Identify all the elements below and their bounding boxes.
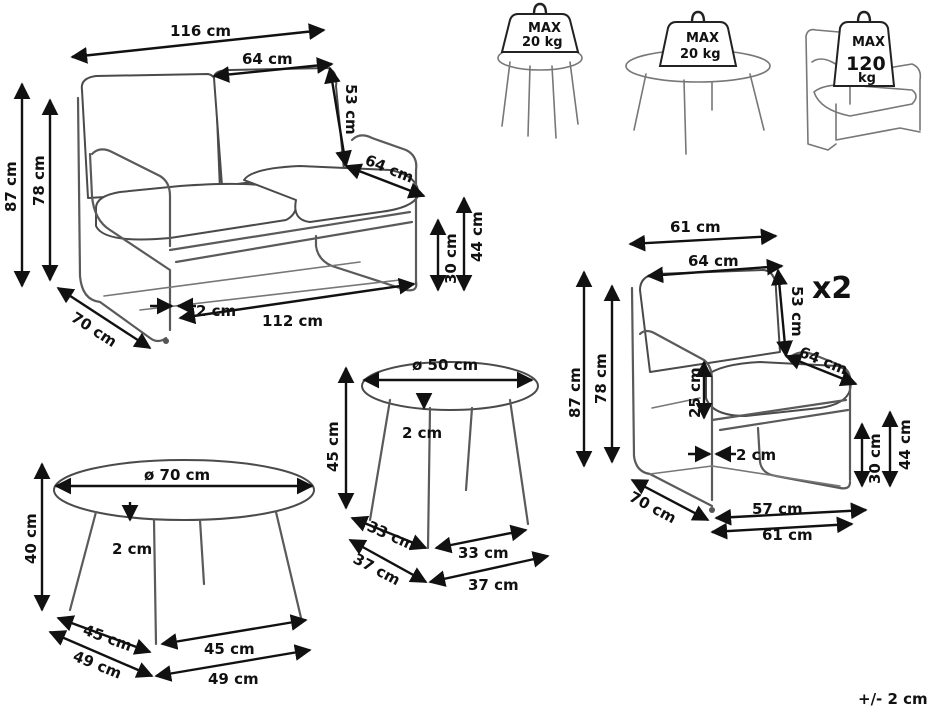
side-table-top-thickness: 2 cm <box>402 424 442 442</box>
coffee-table-illustration <box>53 459 315 646</box>
sofa-seat-height-frame: 30 cm <box>442 233 460 284</box>
sofa-seat-width: 64 cm <box>242 50 293 68</box>
sofa-overall-width: 116 cm <box>170 22 231 40</box>
small-table-max: MAX <box>528 21 561 36</box>
armchair-quantity: x2 <box>812 271 852 306</box>
armchair-seat-height-frame: 30 cm <box>866 433 884 484</box>
armchair-offset: 2 cm <box>736 446 776 464</box>
armchair-overall-width: 61 cm <box>670 218 721 236</box>
armchair-height-frame: 78 cm <box>592 353 610 404</box>
armchair-back-height: 53 cm <box>788 286 806 337</box>
sofa-inner-width: 112 cm <box>262 312 323 330</box>
armchair-dimensions <box>575 228 899 540</box>
armchair-thumbnail: MAX 120 kg <box>805 10 922 151</box>
armchair-depth: 70 cm <box>626 488 679 528</box>
side-table-span-b-outer: 37 cm <box>468 576 519 594</box>
sofa-illustration <box>76 67 420 344</box>
armchair-max-unit: kg <box>858 71 876 86</box>
coffee-table-span-b-outer: 49 cm <box>208 670 259 688</box>
small-table-max-value: 20 kg <box>522 35 563 50</box>
coffee-table-thumbnail: MAX 20 kg <box>625 10 771 155</box>
sofa-offset: 2 cm <box>196 302 236 320</box>
small-table-thumbnail: MAX 20 kg <box>497 2 583 139</box>
sofa-height-total: 87 cm <box>2 161 20 212</box>
coffee-table-diameter: ø 70 cm <box>144 466 210 484</box>
weight-icon <box>832 21 896 87</box>
coffee-table-height: 40 cm <box>22 513 40 564</box>
coffee-table-span-b-inner: 45 cm <box>204 640 255 658</box>
armchair-max-value: 120 <box>846 53 886 75</box>
armchair-width-bottom: 61 cm <box>762 526 813 544</box>
sofa-seat-height-total: 44 cm <box>468 211 486 262</box>
sofa-height-frame: 78 cm <box>30 155 48 206</box>
armchair-inner-width: 57 cm <box>752 500 803 518</box>
armchair-seat-height-total: 44 cm <box>896 419 914 470</box>
sofa-back-height: 53 cm <box>342 84 360 135</box>
side-table-span-b-inner: 33 cm <box>458 544 509 562</box>
side-table-diameter: ø 50 cm <box>412 356 478 374</box>
side-table-dimensions <box>337 366 550 587</box>
coffee-table-max: MAX <box>686 31 719 46</box>
armchair-height-total: 87 cm <box>566 367 584 418</box>
sofa-depth: 70 cm <box>68 308 120 351</box>
side-table-span-a-inner: 33 cm <box>364 517 418 554</box>
armchair-seat-width: 64 cm <box>688 252 739 270</box>
weight-icon <box>500 13 580 53</box>
side-table-illustration <box>361 361 539 550</box>
armchair-max: MAX <box>852 35 885 50</box>
tolerance-note: +/- 2 cm <box>858 690 928 708</box>
side-table-height: 45 cm <box>324 421 342 472</box>
coffee-table-dimensions <box>33 462 314 682</box>
sofa-dimensions <box>13 23 473 350</box>
armchair-cushion-thickness: 25 cm <box>686 367 704 418</box>
coffee-table-top-thickness: 2 cm <box>112 540 152 558</box>
weight-icon <box>658 21 738 67</box>
armchair-illustration <box>630 269 852 513</box>
coffee-table-max-value: 20 kg <box>680 47 721 62</box>
